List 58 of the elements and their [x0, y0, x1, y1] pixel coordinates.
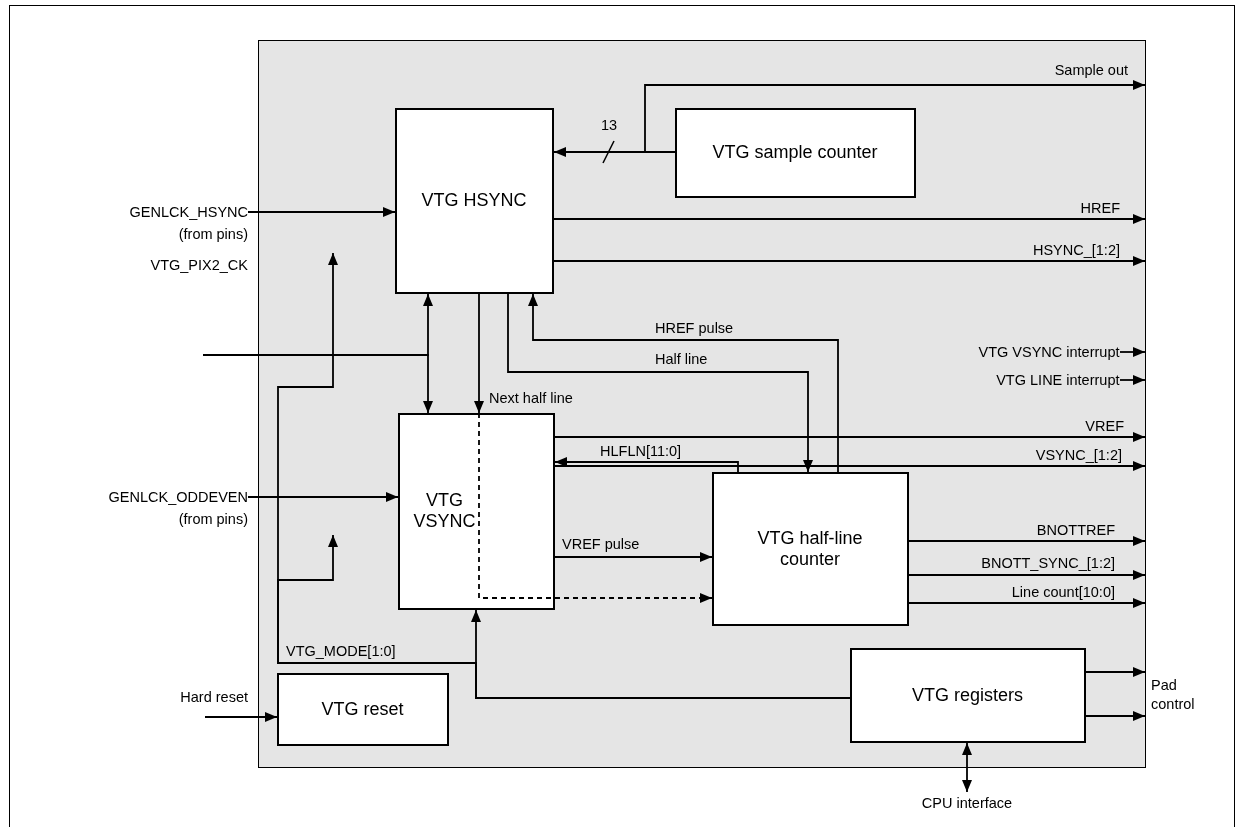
edge-label: Sample out — [1054, 62, 1128, 79]
signal-arrow — [474, 293, 484, 414]
signal-arrow — [1085, 711, 1146, 721]
edge-label: VREF pulse — [562, 536, 640, 553]
function-block — [276, 672, 449, 746]
signal-arrow — [247, 207, 396, 217]
edge-label: VSYNC_[1:2] — [1035, 447, 1122, 464]
signal-note: (from pins) — [178, 510, 248, 529]
bidirectional-arrow — [962, 742, 972, 793]
block-label: VTG half-line counter — [756, 527, 864, 570]
signal-arrow — [204, 712, 278, 722]
signal-arrow — [478, 412, 713, 603]
signal-name: VTG VSYNC interrupt — [978, 342, 1120, 362]
signal-name: Hard reset — [180, 688, 248, 707]
signal-name: GENLCK_ODDEVEN — [108, 488, 248, 507]
signal-name: VTG_PIX2_CK — [150, 256, 248, 275]
edge-label: Half line — [655, 351, 708, 368]
function-block — [397, 412, 555, 610]
module-panel — [258, 40, 1146, 768]
signal-name: GENLCK_HSYNC — [129, 203, 248, 222]
signal-arrow — [553, 214, 1146, 224]
function-block — [711, 471, 909, 626]
edge-label: BNOTTREF — [1036, 522, 1115, 539]
signal-arrow — [908, 598, 1146, 608]
block-label: VTG reset — [321, 698, 404, 720]
signal-name: CPU interface — [921, 794, 1013, 813]
edge-label: HREF pulse — [655, 320, 734, 337]
edge-label: Line count[10:0] — [1011, 584, 1115, 601]
signal-arrow — [1119, 375, 1146, 385]
edge-label: HSYNC_[1:2] — [1032, 242, 1120, 259]
signal-arrow — [908, 570, 1146, 580]
function-block — [849, 647, 1086, 743]
function-block — [394, 107, 554, 294]
block-label: VTG HSYNC — [421, 190, 527, 211]
signal-arrow — [644, 80, 1146, 153]
edge-label: BNOTT_SYNC_[1:2] — [981, 555, 1115, 572]
edge-label: HLFLN[11:0] — [600, 443, 682, 460]
signal-arrow — [553, 256, 1146, 266]
edge-label: Next half line — [489, 390, 573, 407]
function-block — [674, 107, 916, 198]
edge-label: 13 — [601, 117, 618, 134]
block-label: VTG registers — [912, 684, 1023, 706]
signal-arrow — [1085, 667, 1146, 677]
signal-arrow — [554, 552, 713, 562]
signal-arrow — [554, 461, 1146, 471]
signal-arrow — [554, 457, 739, 473]
block-label: VTG VSYNC — [412, 490, 477, 532]
edge-label: HREF — [1080, 200, 1120, 217]
signal-arrow — [554, 432, 1146, 442]
signal-arrow — [908, 536, 1146, 546]
signal-arrow — [1119, 347, 1146, 357]
edge-label: VREF — [1085, 418, 1124, 435]
signal-note: (from pins) — [178, 225, 248, 244]
block-label: VTG sample counter — [712, 142, 878, 163]
signal-name: VTG LINE interrupt — [996, 370, 1120, 390]
signal-name: Pad control — [1151, 676, 1196, 714]
edge-label: VTG_MODE[1:0] — [286, 643, 396, 660]
signal-arrow — [247, 492, 399, 502]
